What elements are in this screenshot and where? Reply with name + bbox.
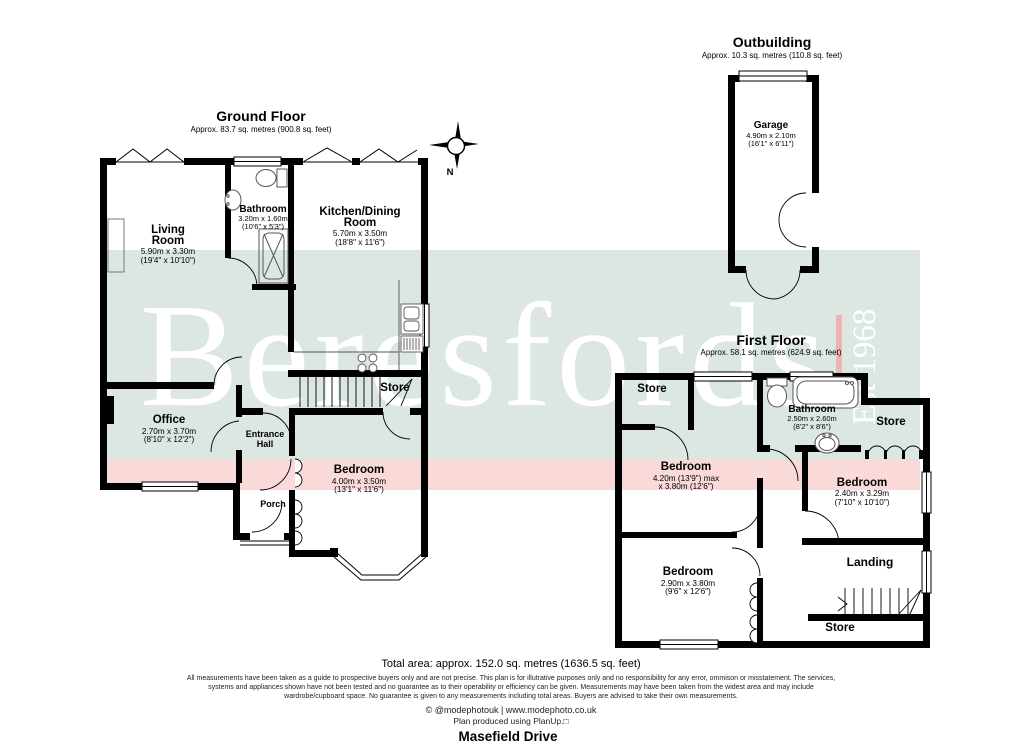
room-label-ff-store-b: Store (825, 622, 855, 634)
software-credit: Plan produced using PlanUp.□ (453, 716, 569, 726)
compass-north-label: N (446, 167, 454, 178)
room-dims-kitchen: 5.70m x 3.50m (332, 229, 388, 238)
room-dims-ff-bedroom1: 4.20m (13'9") max (652, 473, 720, 483)
toilet-icon (766, 377, 788, 408)
watermark-band-green (107, 250, 920, 460)
room-label-ff-bedroom3: Bedroom (662, 566, 714, 578)
watermark-band-pink (107, 460, 920, 490)
first-floor-bathroom-fixtures (766, 376, 859, 454)
room-dims-living: 5.90m x 3.30m (140, 247, 196, 256)
room-imperial-kitchen: (18'8" x 11'6") (335, 237, 385, 247)
first-floor-area: Approx. 58.1 sq. metres (624.9 sq. feet) (700, 348, 842, 357)
first-floor-wardrobe-scallops (749, 582, 758, 644)
garage-door-arcs (745, 192, 807, 300)
garage-window-icon (738, 70, 808, 82)
radiator-icon (107, 218, 125, 273)
watermark-divider-bar (836, 315, 842, 407)
room-label-entrance-1: Entrance (245, 429, 285, 439)
room-dims-gf-bathroom: 3.20m x 1.60m (238, 214, 288, 223)
photographer-credit: © @modephotouk | www.modephoto.co.uk (425, 705, 597, 715)
compass-icon (429, 121, 479, 169)
room-dims-ff-bedroom3: 2.90m x 3.80m (660, 578, 716, 588)
room-label-office: Office (152, 414, 186, 426)
room-dims-ff-bathroom: 2.50m x 2.60m (787, 414, 837, 423)
kitchen-sink-icon (400, 303, 424, 353)
disclaimer-line-1: All measurements have been taken as a gu… (186, 675, 836, 682)
room-imperial-office: (8'10" x 12'2") (143, 435, 195, 444)
garage-walls (728, 75, 819, 273)
room-imperial-gf-bathroom: (10'6" x 5'3") (242, 222, 284, 231)
outbuilding-area: Approx. 10.3 sq. metres (110.8 sq. feet) (701, 51, 843, 60)
room-label-living-2: Room (151, 235, 185, 247)
ground-floor-zigzag-windows (115, 147, 418, 163)
room-imperial-garage: (16'1" x 6'11") (748, 139, 794, 148)
room-dims-ff-bedroom2: 2.40m x 3.29m (834, 489, 890, 498)
ground-floor-title: Ground Floor (216, 108, 306, 124)
ground-floor-wardrobe-scallops (294, 458, 303, 546)
room-label-ff-bathroom: Bathroom (788, 404, 836, 415)
ground-floor-window-icons (141, 156, 430, 492)
room-imperial-ff-bedroom3: (9'6" x 12'6") (665, 587, 711, 596)
room-label-ff-store-tl: Store (637, 383, 667, 395)
disclaimer-line-2: systems and appliances shown have not be… (208, 684, 814, 691)
bay-window-icon (333, 551, 427, 581)
first-floor-door-arcs (654, 426, 923, 577)
ground-floor-walls (100, 158, 428, 557)
watermark-brand-text: Beresfords (140, 274, 832, 438)
disclaimer-line-3: wardrobe/cupboard space. No guarantee is… (284, 693, 738, 700)
toilet-icon (255, 168, 288, 188)
kitchen-fixtures (294, 280, 424, 373)
room-label-ff-store-r: Store (876, 416, 906, 428)
room-label-ff-bedroom2: Bedroom (836, 477, 888, 489)
room-imperial-living: (19'4" x 10'10") (140, 255, 196, 265)
room-dims-gf-bedroom: 4.00m x 3.50m (331, 476, 387, 486)
sink-icon (224, 189, 242, 211)
room-label-garage: Garage (753, 120, 789, 131)
total-area-text: Total area: approx. 152.0 sq. metres (16… (381, 658, 641, 670)
ground-floor-stairs-icon (299, 377, 413, 407)
bathtub-icon (792, 376, 859, 409)
room-imperial-ff-bedroom1: x 3.80m (12'6") (658, 482, 714, 491)
room-label-gf-store: Store (380, 382, 410, 394)
ground-floor-door-arcs (210, 257, 411, 546)
first-floor-title: First Floor (736, 332, 806, 348)
room-label-kitchen-2: Room (343, 217, 377, 229)
room-dims-office: 2.70m x 3.70m (141, 426, 197, 436)
room-imperial-gf-bedroom: (13'1" x 11'6") (334, 485, 384, 494)
sink-icon (814, 432, 840, 454)
first-floor-stairs-icon (837, 588, 922, 617)
first-floor-walls (615, 373, 930, 648)
outbuilding-title: Outbuilding (732, 34, 812, 50)
room-label-ff-bedroom1: Bedroom (660, 461, 712, 473)
room-label-gf-bedroom: Bedroom (333, 464, 385, 476)
room-label-landing: Landing (846, 555, 894, 569)
room-label-living-1: Living (151, 224, 185, 236)
room-dims-garage: 4.90m x 2.10m (746, 131, 796, 140)
hob-icon (357, 353, 378, 373)
ground-floor-bathroom-fixtures (224, 168, 289, 284)
room-label-porch: Porch (260, 499, 286, 509)
room-imperial-ff-bedroom2: (7'10" x 10'10") (834, 497, 890, 507)
room-label-kitchen-1: Kitchen/Dining (319, 206, 401, 218)
room-label-gf-bathroom: Bathroom (239, 204, 287, 215)
room-imperial-ff-bathroom: (8'2" x 8'6") (793, 421, 831, 431)
property-address: Masefield Drive (458, 729, 558, 744)
shower-icon (258, 228, 289, 284)
room-label-entrance-2: Hall (256, 439, 274, 449)
ground-floor-area: Approx. 83.7 sq. metres (900.8 sq. feet) (190, 125, 332, 134)
